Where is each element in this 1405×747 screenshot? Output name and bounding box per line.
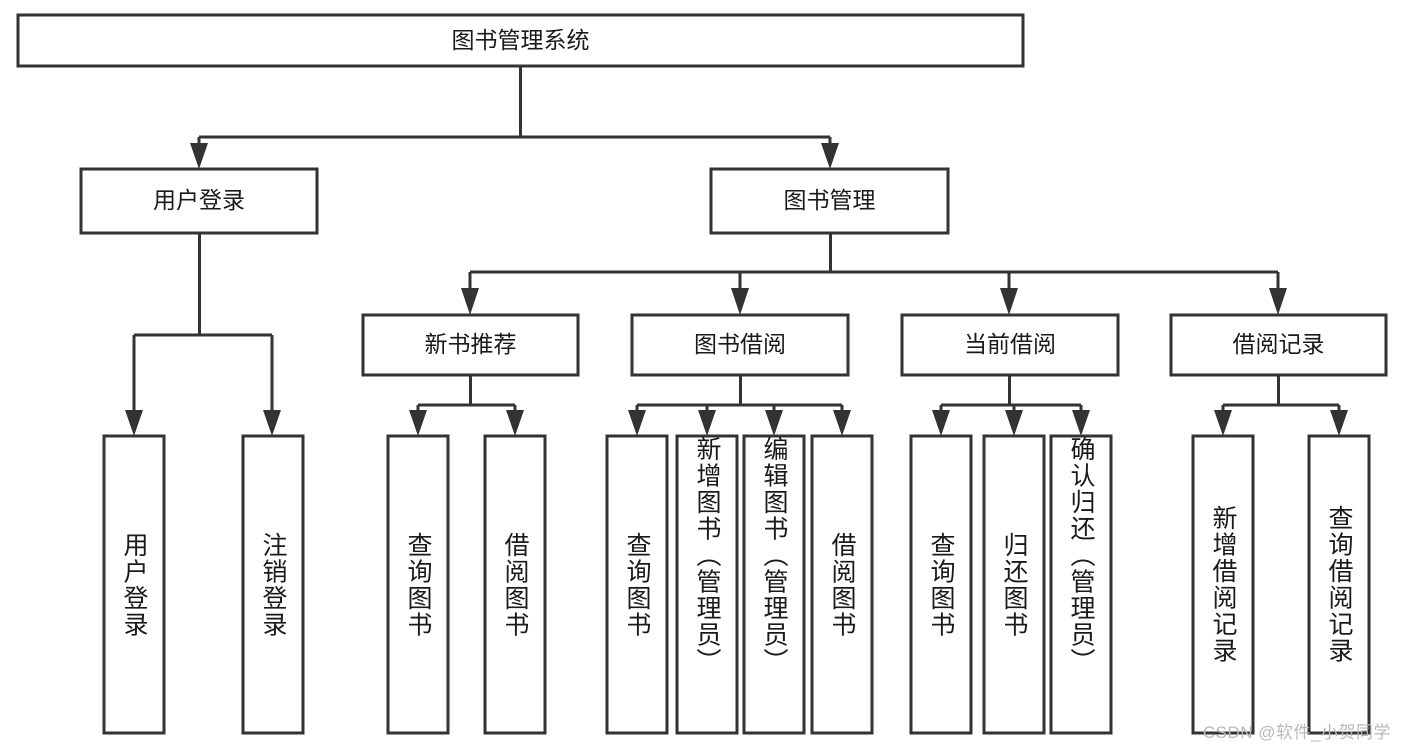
arrow-head-new-book-recommend <box>461 288 479 315</box>
node-box-leaf-borrow-book-1[interactable] <box>483 434 547 735</box>
node-box-root[interactable] <box>16 13 1025 68</box>
node-label-borrow-record: 借阅记录 <box>1233 331 1325 357</box>
arrow-head-leaf-query-book-1 <box>409 410 427 436</box>
arrow-head-leaf-add-book <box>698 410 716 436</box>
node-box-leaf-confirm-return[interactable] <box>1049 434 1113 735</box>
node-box-leaf-return-book[interactable] <box>982 434 1046 735</box>
arrow-head-leaf-add-borrow-record <box>1214 410 1232 436</box>
arrow-head-leaf-edit-book <box>765 410 783 436</box>
node-box-user-login[interactable] <box>79 167 319 235</box>
connector-layer <box>125 66 1348 436</box>
node-label-root: 图书管理系统 <box>452 27 590 53</box>
node-box-leaf-add-borrow-record[interactable] <box>1191 434 1255 735</box>
arrow-head-current-borrow <box>1000 288 1018 315</box>
arrow-head-leaf-logout <box>263 410 281 436</box>
node-box-leaf-query-book-2[interactable] <box>605 434 669 735</box>
node-box-leaf-edit-book[interactable] <box>742 434 806 735</box>
node-box-leaf-add-book[interactable] <box>675 434 739 735</box>
node-box-leaf-query-book-1[interactable] <box>386 434 450 735</box>
arrow-head-book-borrow <box>731 288 749 315</box>
node-label-book-borrow: 图书借阅 <box>694 331 786 357</box>
arrow-head-leaf-query-book-3 <box>932 410 950 436</box>
node-box-leaf-query-borrow-record[interactable] <box>1307 434 1371 735</box>
arrow-head-borrow-record <box>1269 288 1287 315</box>
node-box-leaf-logout[interactable] <box>241 434 305 735</box>
node-layer: 图书管理系统 用户登录 图书管理 新书推荐 图书借阅 当前借阅 借阅记录 <box>16 13 1388 735</box>
arrow-head-leaf-user-login <box>125 410 143 436</box>
node-box-book-manage[interactable] <box>709 167 950 235</box>
arrow-head-leaf-query-borrow-record <box>1330 410 1348 436</box>
node-box-borrow-record[interactable] <box>1169 313 1388 377</box>
node-label-book-manage: 图书管理 <box>784 187 876 213</box>
node-box-new-book-recommend[interactable] <box>361 313 580 377</box>
node-box-leaf-query-book-3[interactable] <box>909 434 973 735</box>
node-box-leaf-borrow-book-2[interactable] <box>810 434 874 735</box>
node-box-leaf-user-login[interactable] <box>102 434 166 735</box>
node-label-user-login: 用户登录 <box>153 187 245 213</box>
arrow-head-leaf-borrow-book-1 <box>506 410 524 436</box>
node-box-book-borrow[interactable] <box>630 313 850 377</box>
arrow-head-leaf-confirm-return <box>1072 410 1090 436</box>
arrow-head-leaf-borrow-book-2 <box>833 410 851 436</box>
node-label-new-book-recommend: 新书推荐 <box>425 331 517 357</box>
arrow-head-leaf-query-book-2 <box>628 410 646 436</box>
arrow-head-leaf-return-book <box>1005 410 1023 436</box>
node-box-current-borrow[interactable] <box>900 313 1120 377</box>
node-label-current-borrow: 当前借阅 <box>964 331 1056 357</box>
arrow-head-book-manage <box>821 143 839 169</box>
arrow-head-user-login <box>190 143 208 169</box>
